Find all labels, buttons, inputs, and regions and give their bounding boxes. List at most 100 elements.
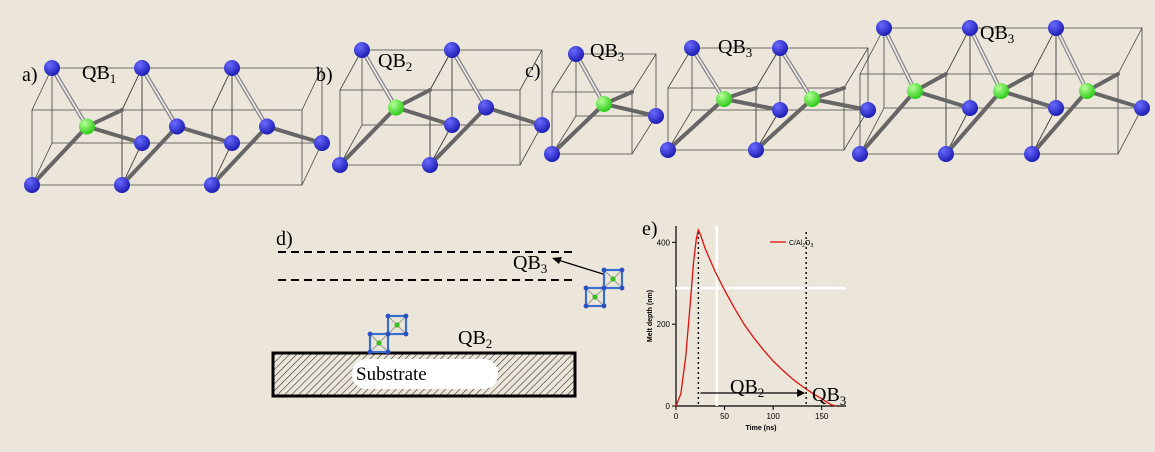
green-atom [804, 91, 820, 107]
blue-atom [224, 135, 240, 151]
bond [85, 124, 144, 145]
unit-cell-edge [301, 67, 323, 111]
blue-atom [24, 177, 40, 193]
bond [265, 124, 324, 145]
blue-atom [478, 99, 494, 116]
legend-label: C/Al2O3 [789, 240, 813, 249]
blue-atom [444, 117, 460, 133]
bond [722, 97, 782, 112]
blue-atom [134, 60, 150, 76]
blue-atom [534, 117, 550, 133]
unit-cell-edge [945, 27, 971, 75]
substrate-label: Substrate [356, 364, 427, 385]
bond [810, 97, 870, 112]
green-atom [716, 91, 732, 107]
qb2-label-d: QB2 [458, 327, 493, 351]
qb-cluster-icon [367, 313, 409, 355]
bond [361, 49, 397, 109]
blue-atom [876, 20, 892, 36]
blue-atom [772, 102, 788, 118]
x-tick-label: 150 [815, 412, 829, 421]
bond [602, 102, 658, 118]
unit-cell-edge [859, 107, 885, 155]
unit-cell-edge [1117, 107, 1143, 155]
blue-atom [422, 157, 438, 173]
bond [550, 102, 606, 156]
x-tick-label: 100 [766, 412, 780, 421]
qb2-label-b: QB2 [378, 50, 413, 74]
panel-label-b: b) [316, 64, 333, 86]
bond [231, 67, 268, 128]
bond [1085, 89, 1144, 110]
bond [451, 49, 487, 109]
blue-atom [860, 102, 876, 118]
blue-atom [648, 108, 664, 124]
bond [30, 124, 89, 187]
unit-cell-edge [945, 107, 971, 155]
bond [1030, 89, 1089, 156]
x-tick-label: 0 [674, 412, 679, 421]
bond [666, 97, 726, 152]
blue-atom [568, 46, 584, 62]
blue-atom [114, 177, 130, 193]
blue-atom [44, 60, 60, 76]
green-atom [79, 118, 95, 135]
panel-label-d: d) [276, 228, 293, 250]
y-tick-label: 200 [657, 320, 671, 329]
bond [944, 89, 1003, 156]
blue-atom [169, 118, 185, 135]
unit-cell-edge [1031, 27, 1057, 75]
bond [1055, 27, 1088, 92]
unit-cell-edge [631, 53, 657, 93]
bond [575, 53, 605, 105]
qb2-label-e: QB2 [730, 376, 765, 400]
arrow-head [552, 257, 562, 264]
qb3-label-d: QB3 [513, 252, 548, 276]
unit-cell-edge [1031, 107, 1057, 155]
bond [883, 27, 916, 92]
qb3-label-c3: QB3 [980, 22, 1015, 46]
x-axis-title: Time (ns) [746, 425, 777, 432]
bond [691, 47, 725, 100]
bond [394, 105, 454, 127]
panel-label-c: c) [525, 60, 541, 82]
melt-depth-curve [675, 228, 837, 407]
blue-atom [204, 177, 220, 193]
bond [779, 47, 813, 100]
bond [754, 97, 814, 152]
substrate-label-box [352, 359, 498, 389]
bond [141, 67, 178, 128]
panel-label-a: a) [22, 64, 38, 86]
x-tick-label: 50 [720, 412, 729, 421]
blue-atom [224, 60, 240, 76]
blue-atom [1048, 100, 1064, 116]
blue-atom [684, 40, 700, 56]
blue-atom [748, 142, 764, 158]
qb1-label-a: QB1 [82, 62, 117, 86]
bond [913, 89, 972, 110]
blue-atom [938, 146, 954, 162]
bond [51, 67, 88, 128]
blue-atom [544, 146, 560, 162]
blue-atom [1134, 100, 1150, 116]
green-atom [1079, 83, 1095, 99]
bond [999, 89, 1058, 110]
bond [969, 27, 1002, 92]
panel-label-e: e) [642, 218, 658, 240]
qb3-label-c2: QB3 [718, 36, 753, 60]
blue-atom [962, 20, 978, 36]
blue-atom [332, 157, 348, 173]
blue-atom [444, 42, 460, 58]
green-atom [596, 96, 612, 112]
blue-atom [1024, 146, 1040, 162]
y-tick-label: 0 [666, 402, 671, 411]
bond [484, 105, 544, 127]
qb-cluster-icon [583, 267, 625, 309]
qb3-label-e: QB3 [812, 384, 847, 408]
blue-atom [1048, 20, 1064, 36]
unit-cell-edge [859, 27, 885, 75]
y-tick-label: 400 [657, 238, 671, 247]
blue-atom [852, 146, 868, 162]
